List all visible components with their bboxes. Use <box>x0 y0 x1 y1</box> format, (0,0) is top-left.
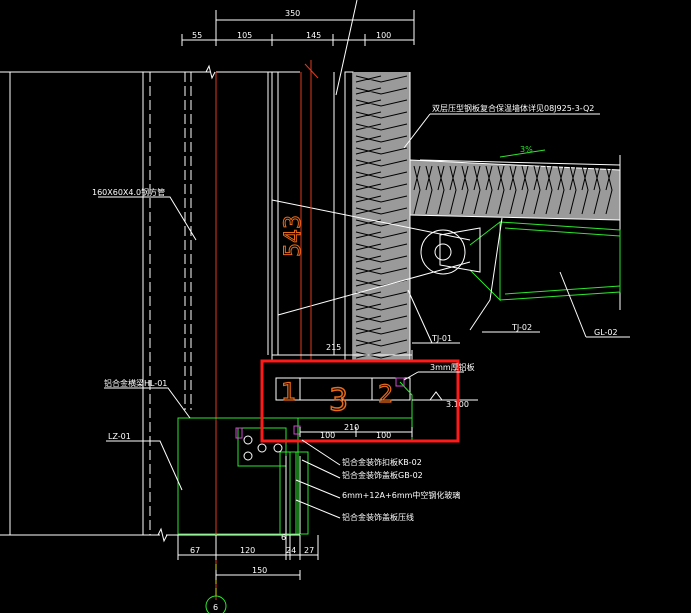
axis-bubble <box>205 595 227 613</box>
overlay-mark-3: 3 <box>329 383 348 418</box>
red-vertical-lines <box>215 60 319 540</box>
leader-lines <box>98 113 630 519</box>
highlight-box <box>260 359 460 443</box>
dim-543: 543 <box>281 215 306 257</box>
bottom-dimension-chain <box>177 535 319 580</box>
slope-label: 3% <box>520 145 533 154</box>
gb02-label: 铝合金装饰盖板GB-02 <box>342 470 423 480</box>
break-mark-bottom <box>157 527 168 543</box>
break-mark-top <box>205 64 216 80</box>
steel-beam-gl02 <box>469 220 621 302</box>
cladding-ref-label: 双层压型钢板复合保温墙体详见08J925-3-Q2 <box>432 103 594 113</box>
pin-connector <box>420 227 481 275</box>
dim-bottom-67: 67 <box>190 546 200 555</box>
tj02-label: TJ-02 <box>511 323 532 332</box>
axis-label: 6 <box>213 603 218 612</box>
glass-label: 6mm+12A+6mm中空钢化玻璃 <box>342 490 460 500</box>
dim-top-145: 145 <box>306 31 321 40</box>
dim-bottom-24: 24 <box>286 546 296 555</box>
dim-210: 210 <box>344 423 359 432</box>
dim-bottom-6: 6 <box>281 533 286 542</box>
dim-overall-350: 350 <box>285 9 300 18</box>
slope-arrow <box>499 149 546 158</box>
edge-strip-label: 铝合金装饰盖板压线 <box>342 512 414 522</box>
overlay-mark-1: 1 <box>281 378 296 406</box>
gutter-bracket <box>271 350 413 401</box>
top-dimension-chain <box>181 10 415 46</box>
dim-top-100: 100 <box>376 31 391 40</box>
elevation-marker <box>412 391 478 401</box>
dim-top-105: 105 <box>237 31 252 40</box>
steel-tube-label: 160X60X4.0钢方管 <box>92 187 165 197</box>
wall-panel-insulation <box>344 71 411 363</box>
al-beam-label: 铝合金横梁HL-01 <box>104 378 167 388</box>
leader-top <box>335 0 358 96</box>
al-column-label: LZ-01 <box>108 432 131 441</box>
dim-215: 215 <box>326 343 341 352</box>
dim-top-55: 55 <box>192 31 202 40</box>
glass-pane <box>285 456 301 534</box>
left-structure-lines <box>0 71 335 536</box>
dim-seg-a-100: 100 <box>320 431 335 440</box>
tj01-label: TJ-01 <box>431 334 452 343</box>
overlay-mark-2: 2 <box>378 380 393 408</box>
dim-bottom-27: 27 <box>304 546 314 555</box>
roof-panel <box>409 159 621 221</box>
gl02-label: GL-02 <box>594 328 618 337</box>
dim-bottom-120: 120 <box>240 546 255 555</box>
dim-bottom-150: 150 <box>252 566 267 575</box>
kb02-label: 铝合金装饰扣板KB-02 <box>342 457 422 467</box>
bolts <box>243 435 283 461</box>
al-plate-label: 3mm厚铝板 <box>430 362 475 372</box>
dim-seg-b-100: 100 <box>376 431 391 440</box>
section-rays <box>271 199 471 316</box>
lower-dims <box>299 427 413 437</box>
